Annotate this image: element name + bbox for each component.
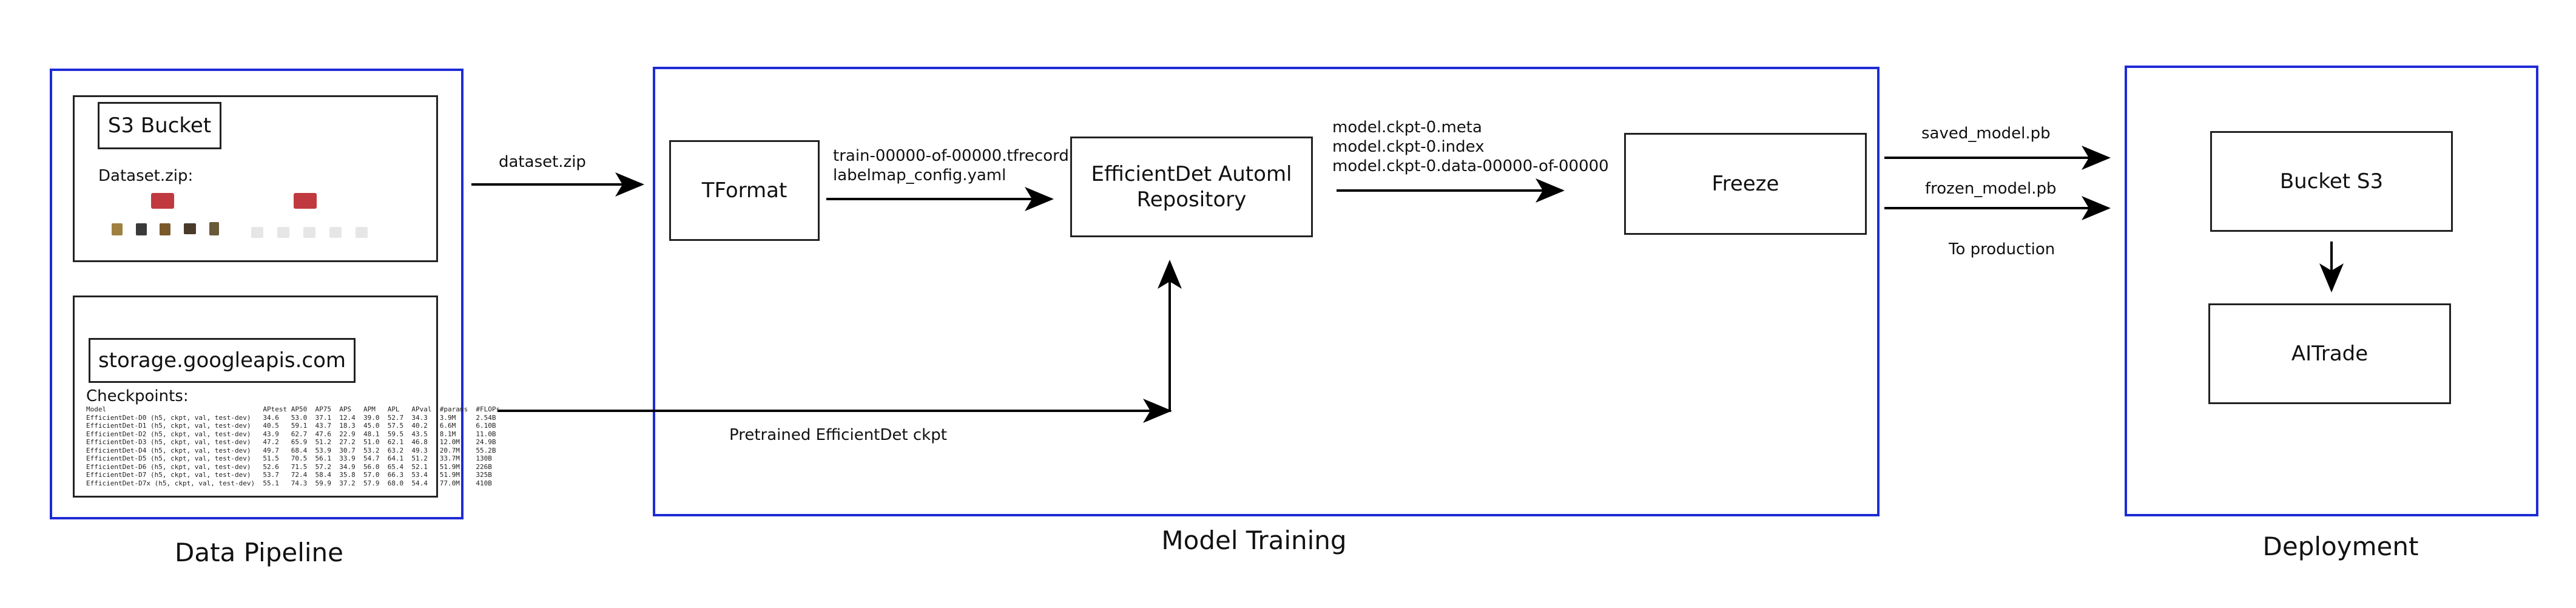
table-row: EfficientDet-D7x (h5, ckpt, val, test-de… bbox=[86, 479, 504, 487]
freeze-label: Freeze bbox=[1711, 172, 1779, 196]
table-header: Model APtest AP50 AP75 APS APM APL APval… bbox=[86, 405, 504, 413]
table-row: EfficientDet-D5 (h5, ckpt, val, test-dev… bbox=[86, 454, 504, 462]
file-icon bbox=[329, 227, 342, 238]
image-thumbnail bbox=[160, 223, 170, 235]
image-thumbnail bbox=[136, 223, 147, 235]
s3-bucket-label: S3 Bucket bbox=[107, 113, 212, 138]
tfrecord-edge-label-line1: train-00000-of-00000.tfrecord bbox=[833, 147, 1069, 165]
table-row: EfficientDet-D0 (h5, ckpt, val, test-dev… bbox=[86, 413, 504, 422]
freeze-node: Freeze bbox=[1624, 133, 1867, 235]
image-thumbnail bbox=[112, 223, 123, 235]
data-pipeline-title: Data Pipeline bbox=[174, 538, 343, 567]
table-row: EfficientDet-D6 (h5, ckpt, val, test-dev… bbox=[86, 462, 504, 471]
image-thumbnail bbox=[209, 222, 219, 235]
table-row: EfficientDet-D4 (h5, ckpt, val, test-dev… bbox=[86, 446, 504, 454]
folder-icon bbox=[294, 193, 317, 209]
saved-model-edge-label: saved_model.pb bbox=[1921, 124, 2051, 143]
file-icon bbox=[277, 227, 289, 238]
bucket-s3-node: Bucket S3 bbox=[2210, 131, 2453, 232]
tformat-node: TFormat bbox=[669, 140, 820, 241]
s3-bucket-panel bbox=[73, 95, 438, 262]
data-pipeline-stage bbox=[50, 69, 464, 519]
efficientdet-label-line2: Repository bbox=[1136, 187, 1247, 212]
pretrained-edge-label: Pretrained EfficientDet ckpt bbox=[729, 426, 947, 444]
to-production-label: To production bbox=[1949, 240, 2055, 258]
dataset-zip-label: Dataset.zip: bbox=[98, 167, 194, 185]
efficientdet-repo-node: EfficientDet Automl Repository bbox=[1070, 137, 1313, 237]
folder-icon bbox=[151, 193, 174, 209]
file-icon bbox=[303, 227, 315, 238]
checkpoints-label: Checkpoints: bbox=[86, 387, 189, 405]
frozen-model-edge-label: frozen_model.pb bbox=[1925, 180, 2057, 198]
ckpt-edge-label-line2: model.ckpt-0.index bbox=[1332, 138, 1485, 156]
checkpoints-table: Model APtest AP50 AP75 APS APM APL APval… bbox=[86, 405, 504, 487]
image-thumbnail bbox=[184, 223, 196, 234]
ckpt-edge-label-line1: model.ckpt-0.meta bbox=[1332, 118, 1482, 137]
dataset-zip-edge-label: dataset.zip bbox=[499, 153, 586, 171]
table-row: EfficientDet-D7 (h5, ckpt, val, test-dev… bbox=[86, 471, 504, 479]
deployment-title: Deployment bbox=[2262, 532, 2419, 561]
aitrade-node: AITrade bbox=[2208, 303, 2451, 404]
table-row: EfficientDet-D2 (h5, ckpt, val, test-dev… bbox=[86, 430, 504, 438]
s3-bucket-title: S3 Bucket bbox=[98, 102, 221, 149]
table-row: EfficientDet-D3 (h5, ckpt, val, test-dev… bbox=[86, 438, 504, 446]
model-training-title: Model Training bbox=[1161, 525, 1347, 555]
tfrecord-edge-label-line2: labelmap_config.yaml bbox=[833, 166, 1006, 184]
gcs-title: storage.googleapis.com bbox=[89, 338, 356, 383]
model-training-stage bbox=[653, 67, 1880, 516]
file-icon bbox=[356, 227, 368, 238]
aitrade-label: AITrade bbox=[2291, 342, 2369, 366]
file-icon bbox=[251, 227, 263, 238]
bucket-s3-label: Bucket S3 bbox=[2279, 169, 2384, 194]
ckpt-edge-label-line3: model.ckpt-0.data-00000-of-00000 bbox=[1332, 157, 1609, 175]
deployment-stage bbox=[2125, 66, 2538, 516]
gcs-panel bbox=[73, 296, 438, 498]
tformat-label: TFormat bbox=[701, 178, 787, 203]
table-row: EfficientDet-D1 (h5, ckpt, val, test-dev… bbox=[86, 422, 504, 430]
gcs-label: storage.googleapis.com bbox=[98, 348, 346, 373]
efficientdet-label-line1: EfficientDet Automl bbox=[1091, 162, 1292, 186]
